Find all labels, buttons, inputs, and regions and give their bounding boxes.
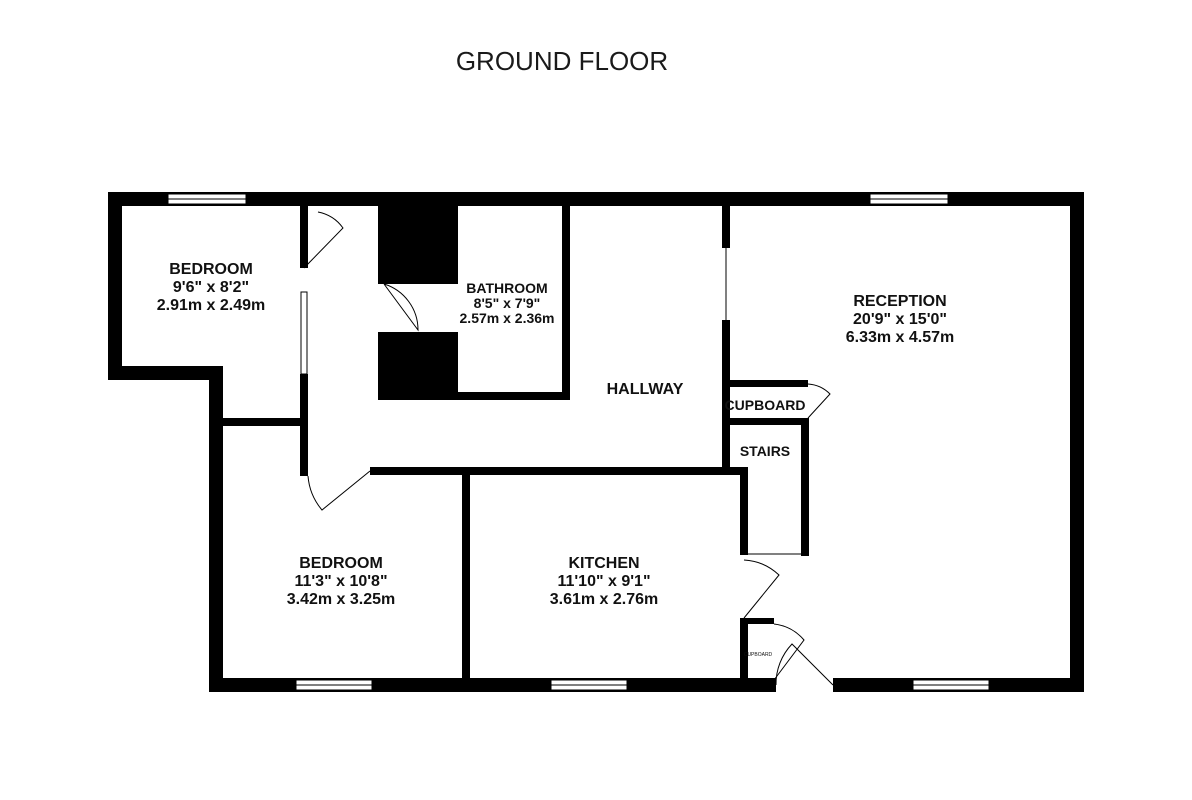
room-dimensions-imperial: 20'9" x 15'0" [853, 311, 947, 328]
room-dimensions-imperial: 11'3" x 10'8" [294, 573, 387, 590]
kitchen-wall-left [462, 475, 470, 685]
room-dimensions-imperial: 9'6" x 8'2" [173, 279, 249, 296]
floor-title: GROUND FLOOR [456, 46, 668, 76]
cupboard-wall-top [730, 380, 808, 387]
room-kitchen: KITCHEN 11'10" x 9'1" 3.61m x 2.76m [550, 555, 659, 608]
walls [108, 192, 1084, 692]
outer-wall-right [1070, 192, 1084, 692]
stairs-wall-right [801, 418, 809, 556]
room-reception: RECEPTION 20'9" x 15'0" 6.33m x 4.57m [846, 293, 955, 346]
room-name: BEDROOM [169, 261, 253, 278]
bathroom-fixture-top [386, 206, 458, 284]
room-name: HALLWAY [607, 381, 684, 398]
room-name: BEDROOM [299, 555, 383, 572]
door-bathroom [383, 283, 419, 332]
room-dimensions-metric: 3.42m x 3.25m [287, 591, 396, 608]
bathroom-fixture-bottom [386, 332, 458, 392]
room-dimensions-imperial: 11'10" x 9'1" [557, 573, 650, 590]
glazed-panel-bedroom1 [300, 291, 308, 375]
door-kitchen [743, 559, 780, 619]
room-bathroom: BATHROOM 8'5" x 7'9" 2.57m x 2.36m [460, 280, 555, 326]
reception-wall-mid [722, 320, 730, 470]
room-name: CUPBOARD [744, 652, 773, 658]
bathroom-wall-left-bottom [378, 332, 386, 400]
room-name: CUPBOARD [725, 397, 806, 413]
hallway-wall-bottom [370, 467, 748, 475]
outer-wall-bottom-left [209, 678, 776, 692]
outer-wall-step [108, 366, 223, 380]
small-cupboard-wall-top [740, 618, 774, 624]
door-small-cupboard [773, 623, 805, 681]
room-name: KITCHEN [568, 555, 639, 572]
room-dimensions-imperial: 8'5" x 7'9" [474, 295, 541, 311]
windows [167, 193, 990, 691]
kitchen-wall-right-bottom [740, 618, 748, 692]
room-dimensions-metric: 2.91m x 2.49m [157, 297, 266, 314]
door-front [775, 643, 834, 686]
room-bedroom2: BEDROOM 11'3" x 10'8" 3.42m x 3.25m [287, 555, 396, 608]
door-bedroom2 [307, 470, 371, 511]
room-dimensions-metric: 2.57m x 2.36m [460, 310, 555, 326]
room-name: STAIRS [740, 443, 790, 459]
room-small-cupboard: CUPBOARD [744, 652, 773, 658]
room-cupboard: CUPBOARD [725, 397, 806, 413]
outer-wall-left-lower [209, 366, 223, 692]
bedroom1-wall-right-top [300, 206, 308, 268]
room-name: RECEPTION [853, 293, 946, 310]
door-bedroom1 [303, 211, 344, 269]
room-hallway: HALLWAY [607, 381, 684, 398]
room-bedroom1: BEDROOM 9'6" x 8'2" 2.91m x 2.49m [157, 261, 266, 314]
outer-wall-left-upper [108, 192, 122, 380]
room-dimensions-metric: 3.61m x 2.76m [550, 591, 659, 608]
bedroom-partition [223, 418, 308, 426]
outer-wall-top [108, 192, 1084, 206]
kitchen-wall-right-top [740, 467, 748, 555]
room-stairs: STAIRS [740, 443, 790, 459]
bathroom-wall-right [562, 206, 570, 400]
reception-wall-top [722, 206, 730, 248]
doors [303, 211, 834, 686]
bathroom-wall-bottom [378, 392, 570, 400]
cupboard-wall-bottom [730, 418, 808, 425]
room-dimensions-metric: 6.33m x 4.57m [846, 329, 955, 346]
door-cupboard [807, 383, 831, 419]
bathroom-wall-left-top [378, 206, 386, 284]
room-name: BATHROOM [466, 280, 547, 296]
